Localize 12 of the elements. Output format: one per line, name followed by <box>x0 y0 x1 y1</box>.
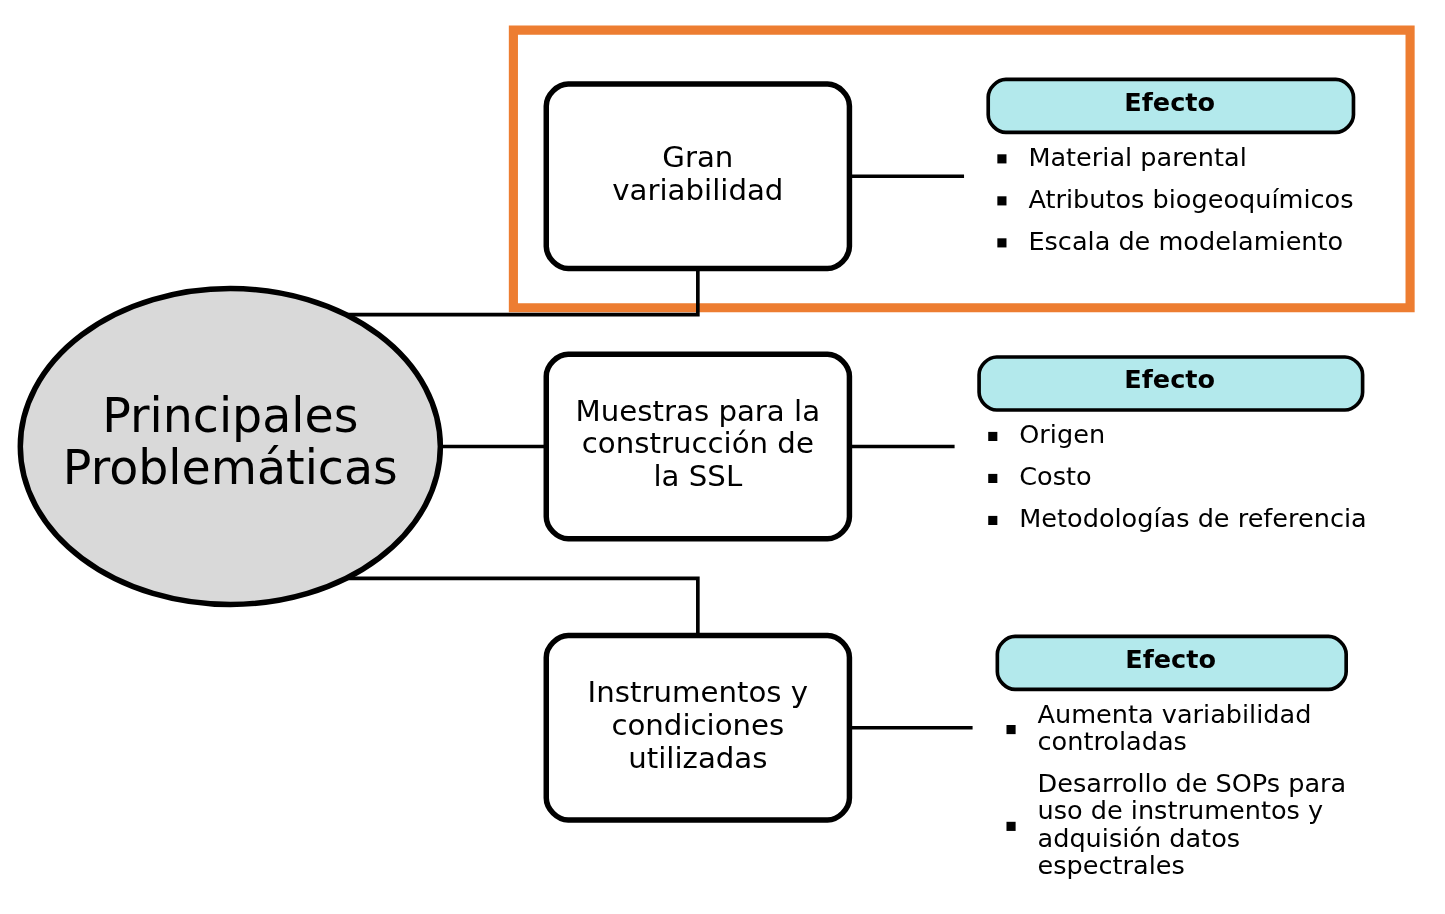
connector <box>345 576 700 635</box>
connector <box>849 174 965 179</box>
node-label: Metodologías de referencia <box>1019 503 1367 534</box>
connector <box>440 444 546 449</box>
connector <box>849 444 955 449</box>
cluster <box>508 25 1415 313</box>
connector <box>849 725 973 730</box>
node-box: Gran variabilidad <box>543 81 853 272</box>
node-box: Instrumentos y condiciones utilizadas <box>543 632 853 823</box>
node-ellipse: Principales Problemáticas <box>17 285 444 608</box>
node-box: Muestras para la construcción de la SSL <box>543 351 853 542</box>
connector <box>345 268 700 317</box>
